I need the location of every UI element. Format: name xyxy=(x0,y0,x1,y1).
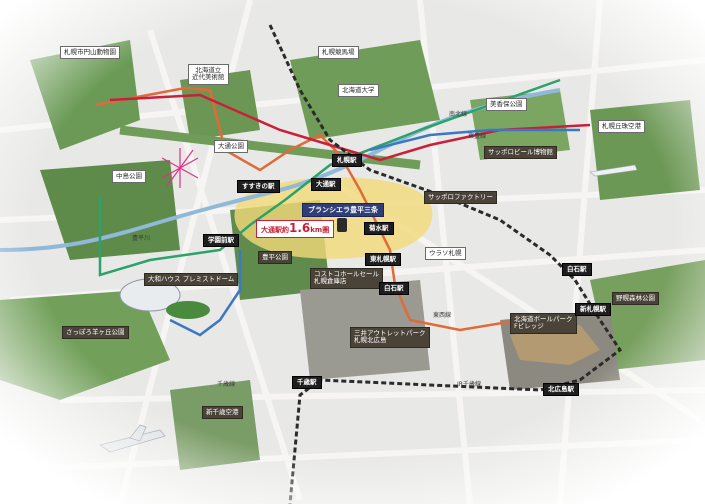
place-label-outlet[interactable]: 三井アウトレットパーク 札幌北広島 xyxy=(350,327,430,348)
station-label-gakuenmae[interactable]: 学園前駅 xyxy=(203,234,239,248)
radius-prefix: 大通駅約 xyxy=(261,226,289,234)
place-label-nopporo[interactable]: 野幌森林公園 xyxy=(612,292,659,306)
station-label-kita-hiroshima[interactable]: 北広島駅 xyxy=(543,383,579,397)
place-label-factory[interactable]: サッポロファクトリー xyxy=(424,191,497,205)
station-label-shiroishi-jr[interactable]: 白石駅 xyxy=(562,263,592,277)
station-label-higashi-sapporo[interactable]: 東札幌駅 xyxy=(365,253,401,267)
radius-badge: 大通駅約1.6km圏 xyxy=(256,220,335,238)
station-label-susukino[interactable]: すすきの駅 xyxy=(237,180,280,194)
place-label-uraso[interactable]: ウラソ札幌 xyxy=(425,247,466,261)
line-label-jr-chitose: JR千歳線 xyxy=(457,381,481,388)
place-label-dome[interactable]: 大和ハウス プレミストドーム xyxy=(144,273,239,287)
radius-suffix: km圏 xyxy=(310,226,330,234)
place-label-chitose-airport[interactable]: 新千歳空港 xyxy=(202,406,243,420)
place-label-maruyama-zoo[interactable]: 札幌市円山動物園 xyxy=(60,46,120,60)
place-label-hokudai[interactable]: 北海道大学 xyxy=(338,84,379,98)
place-label-modern-art[interactable]: 北海道立 近代美術館 xyxy=(188,64,229,85)
station-label-chitose[interactable]: 千歳駅 xyxy=(292,376,322,390)
place-label-okadama[interactable]: 札幌丘珠空港 xyxy=(598,120,645,134)
place-label-f-village[interactable]: 北海道ボールパーク Fビレッジ xyxy=(510,313,577,334)
place-label-costco[interactable]: コストコホールセール 札幌倉庫店 xyxy=(310,268,383,289)
station-label-kikusui[interactable]: 菊水駅 xyxy=(364,222,394,236)
line-label-chitose: 千歳線 xyxy=(217,381,236,388)
line-label-tozai: 東西線 xyxy=(433,312,452,319)
place-label-hitsujigaoka[interactable]: さっぽろ羊ヶ丘公園 xyxy=(62,326,129,340)
center-property-label[interactable]: ブランシエラ豊平三条 xyxy=(302,203,384,218)
place-label-beer-museum[interactable]: サッポロビール博物館 xyxy=(484,146,557,160)
radius-value: 1.6 xyxy=(289,221,311,235)
station-label-shiroishi-subway[interactable]: 白石駅 xyxy=(379,282,409,296)
line-label-toho: 東豊線 xyxy=(468,133,487,140)
line-label-namboku: 南北線 xyxy=(449,111,468,118)
station-label-sapporo[interactable]: 札幌駅 xyxy=(332,154,362,168)
place-label-keibajo[interactable]: 札幌競馬場 xyxy=(318,46,359,60)
station-label-odori[interactable]: 大通駅 xyxy=(311,178,341,192)
line-label-toyohira-river: 豊平川 xyxy=(132,235,151,242)
place-label-toyohira-park[interactable]: 豊平公園 xyxy=(258,251,292,265)
station-label-shin-sapporo[interactable]: 新札幌駅 xyxy=(575,303,611,317)
place-label-odori-park[interactable]: 大通公園 xyxy=(214,140,248,154)
place-label-mikaho[interactable]: 美香保公園 xyxy=(486,98,527,112)
place-label-nakajima[interactable]: 中島公園 xyxy=(112,170,146,184)
